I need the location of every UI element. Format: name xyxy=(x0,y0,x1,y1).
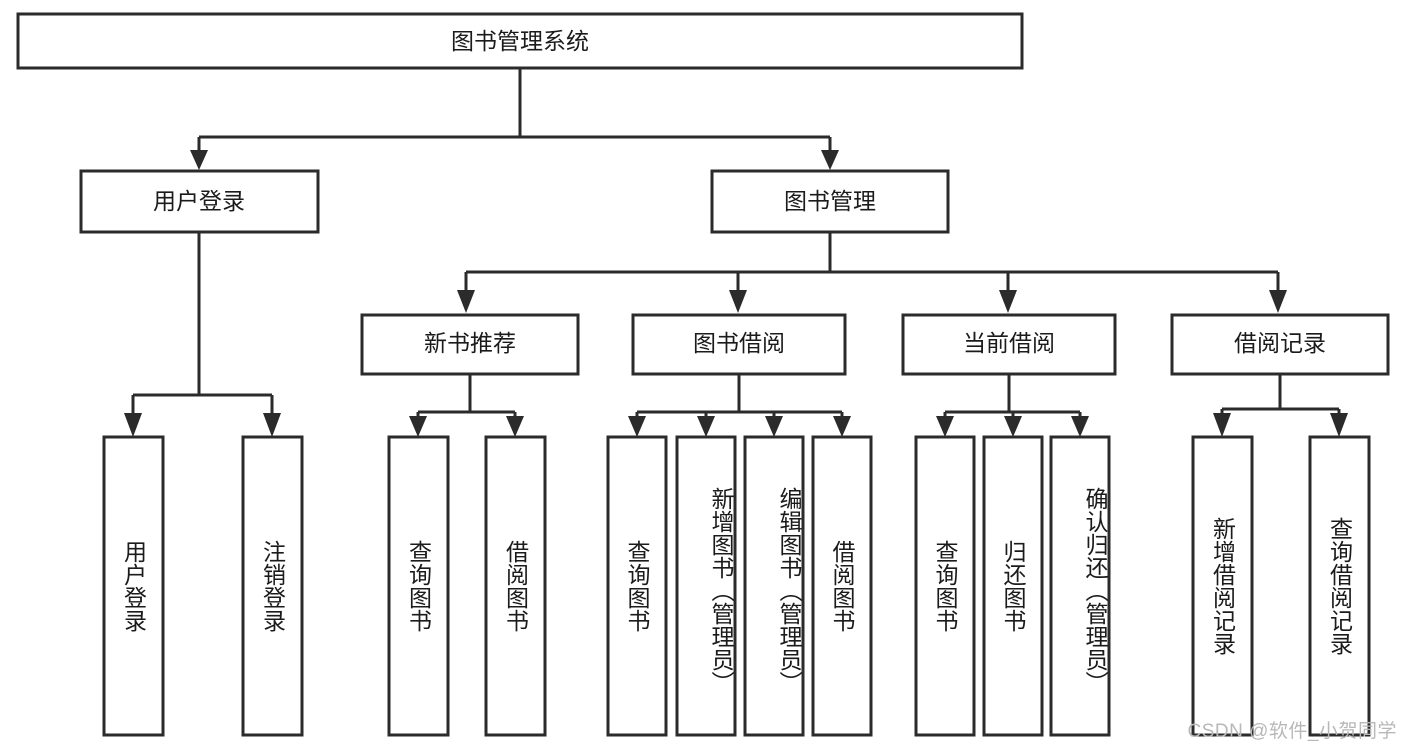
connector-borrow-record-to-leaves xyxy=(1213,374,1348,437)
node-borrow-record-label: 借阅记录 xyxy=(1234,330,1326,356)
node-new-book-recommend[interactable]: 新书推荐 xyxy=(360,313,580,376)
node-book-borrow[interactable]: 图书借阅 xyxy=(631,313,847,376)
leaf-box-query-book-1[interactable] xyxy=(387,435,450,737)
connector-current-borrow-to-leaves xyxy=(936,374,1089,437)
node-current-borrow-box xyxy=(901,313,1117,376)
connector-root-to-level2 xyxy=(190,68,839,170)
arrowhead-to-book-manage xyxy=(821,150,839,170)
leaf-box-query-book-2[interactable] xyxy=(606,435,668,737)
leaf-box-query-record[interactable] xyxy=(1308,435,1371,737)
leaf-box-edit-book[interactable] xyxy=(743,435,805,737)
connector-new-book-recommend-to-leaves xyxy=(409,374,524,437)
node-new-book-recommend-box xyxy=(360,313,580,376)
node-book-manage-label: 图书管理 xyxy=(784,188,876,214)
leaf-box-user-login[interactable] xyxy=(102,435,165,737)
node-root-box xyxy=(16,12,1024,70)
leaf-box-query-book-3[interactable] xyxy=(914,435,976,737)
node-user-login[interactable]: 用户登录 xyxy=(79,169,320,234)
connector-book-manage-to-level3 xyxy=(457,232,1287,313)
leaf-box-borrow-book-1[interactable] xyxy=(484,435,547,737)
node-book-manage[interactable]: 图书管理 xyxy=(710,169,950,234)
connector-book-borrow-to-leaves xyxy=(628,374,851,437)
node-user-login-label: 用户登录 xyxy=(153,188,245,214)
node-borrow-record[interactable]: 借阅记录 xyxy=(1170,313,1390,376)
leaf-box-confirm-return[interactable] xyxy=(1049,435,1111,737)
node-current-borrow[interactable]: 当前借阅 xyxy=(901,313,1117,376)
leaf-box-borrow-book-2[interactable] xyxy=(811,435,873,737)
leaf-box-add-book[interactable] xyxy=(675,435,737,737)
node-root-label: 图书管理系统 xyxy=(451,28,589,54)
node-new-book-recommend-label: 新书推荐 xyxy=(424,330,516,356)
leaf-box-user-logout[interactable] xyxy=(241,435,304,737)
node-root[interactable]: 图书管理系统 xyxy=(16,12,1024,70)
node-book-borrow-label: 图书借阅 xyxy=(693,330,785,356)
connector-user-login-to-leaves xyxy=(124,232,281,437)
leaf-box-add-record[interactable] xyxy=(1191,435,1254,737)
arrowhead-to-user-login xyxy=(190,150,208,170)
node-user-login-box xyxy=(79,169,320,234)
leaf-box-return-book[interactable] xyxy=(982,435,1044,737)
node-current-borrow-label: 当前借阅 xyxy=(963,330,1055,356)
